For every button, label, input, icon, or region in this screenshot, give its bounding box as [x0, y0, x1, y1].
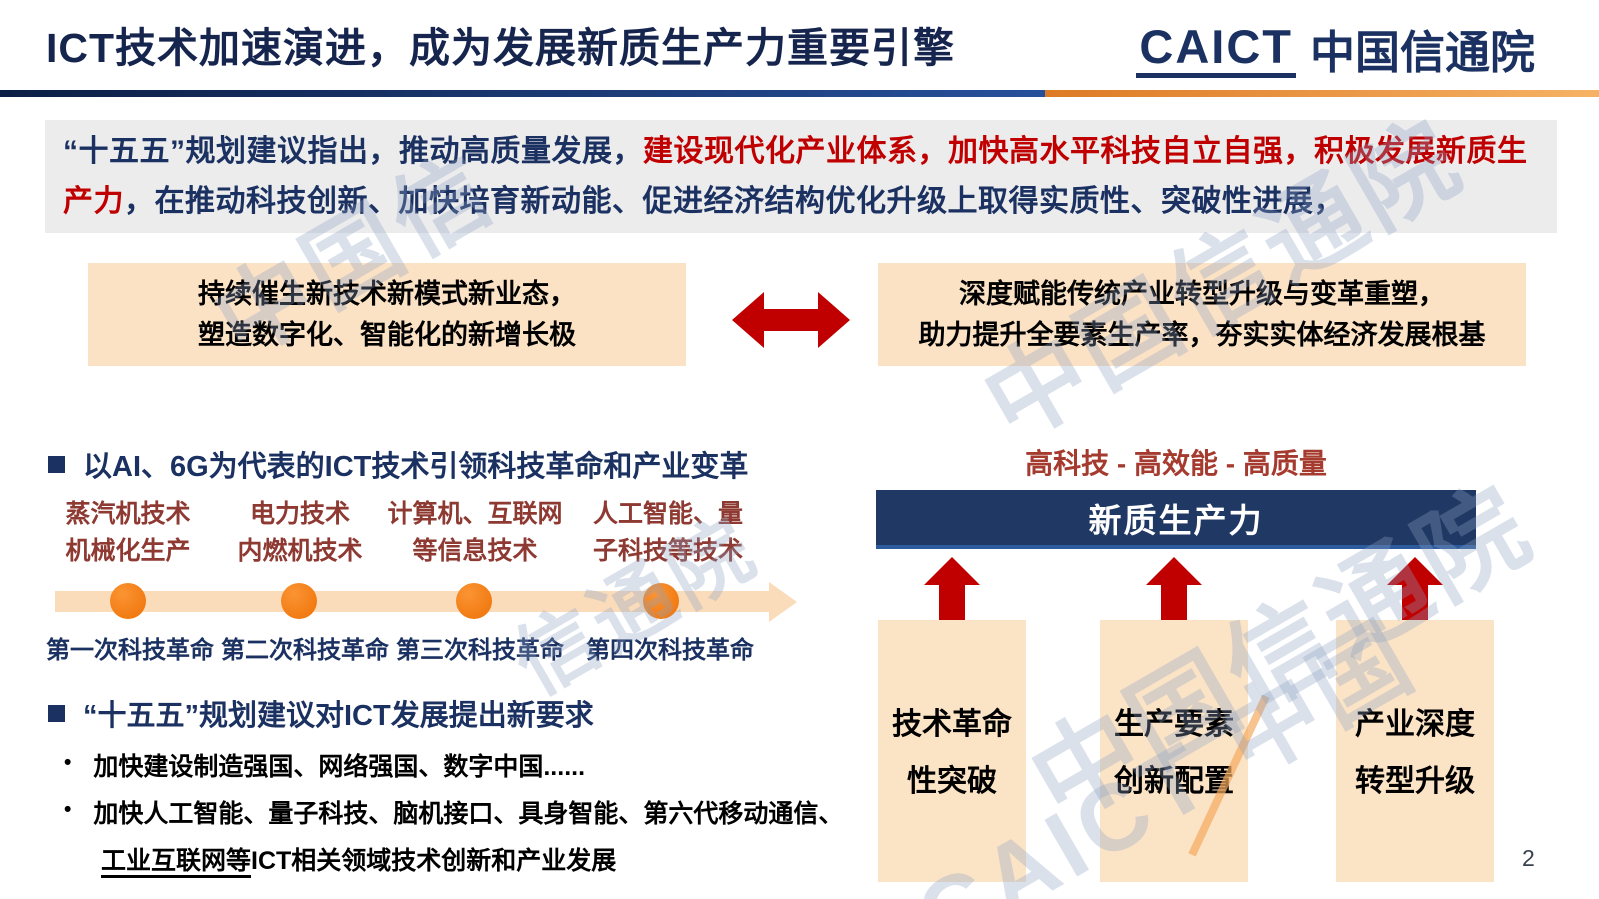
new-productivity-banner: 新质生产力	[876, 490, 1476, 549]
header-divider-orange	[1045, 90, 1599, 97]
dot-bullet-icon: •	[64, 751, 72, 774]
up-arrow-icon	[1146, 557, 1202, 626]
up-arrow-icon	[1387, 557, 1443, 626]
pillar-production-factors: 生产要素 创新配置	[1100, 620, 1248, 882]
requirement-text: 加快建设制造强国、网络强国、数字中国......	[93, 753, 586, 781]
revolution-label-3: 第三次科技革命	[396, 637, 564, 664]
page-number: 2	[1522, 845, 1535, 871]
caict-logo-latin: CAICT	[1136, 22, 1296, 79]
dot-bullet-icon: •	[64, 798, 72, 821]
intro-text-navy-2: ，在推动科技创新、加快培育新动能、促进经济结构优化升级上取得实质性、突破性进展，	[124, 185, 1344, 218]
timeline-tech-3: 计算机、互联网 等信息技术	[387, 496, 562, 570]
timeline-dot-2	[281, 583, 317, 619]
timeline-dot-3	[456, 583, 492, 619]
timeline-tech-1: 蒸汽机技术 机械化生产	[65, 496, 190, 570]
requirement-bullet-2-continued: 工业互联网等ICT相关领域技术创新和产业发展	[101, 841, 616, 877]
revolution-label-4: 第四次科技革命	[586, 637, 754, 664]
revolution-label-2: 第二次科技革命	[221, 637, 389, 664]
double-arrow-icon	[732, 284, 850, 361]
timeline-arrowhead-icon	[769, 582, 797, 622]
tech-label: 子科技等技术	[592, 537, 744, 565]
new-growth-line1: 持续催生新技术新模式新业态，	[198, 278, 576, 309]
tech-label: 蒸汽机技术	[65, 500, 191, 528]
tech-label: 电力技术	[249, 500, 351, 528]
pillar-line1: 技术革命	[892, 708, 1012, 741]
new-growth-box: 持续催生新技术新模式新业态， 塑造数字化、智能化的新增长极	[88, 263, 686, 366]
requirement-text-underlined: 工业互联网等	[101, 847, 252, 875]
revolution-label-1: 第一次科技革命	[46, 637, 214, 664]
section-heading-ict-revolution: 以AI、6G为代表的ICT技术引领科技革命和产业变革	[48, 443, 748, 485]
square-bullet-icon	[48, 455, 65, 473]
tech-label: 等信息技术	[412, 537, 538, 565]
intro-box: “十五五”规划建议指出，推动高质量发展，建设现代化产业体系，加快高水平科技自立自…	[45, 120, 1557, 233]
pillar-line1: 生产要素	[1114, 708, 1234, 741]
section-heading-ict-requirements: “十五五”规划建议对ICT发展提出新要求	[48, 692, 594, 734]
timeline-dot-4	[643, 583, 679, 619]
timeline-tech-4: 人工智能、量 子科技等技术	[593, 496, 743, 570]
empower-industry-line1: 深度赋能传统产业转型升级与变革重塑，	[959, 278, 1445, 309]
tech-label: 人工智能、量	[592, 500, 744, 528]
pillar-line2: 性突破	[907, 765, 997, 798]
section-heading-text: 以AI、6G为代表的ICT技术引领科技革命和产业变革	[83, 451, 749, 483]
timeline-band	[55, 591, 771, 612]
intro-text-navy-1: “十五五”规划建议指出，推动高质量发展，	[63, 135, 643, 168]
empower-industry-box: 深度赋能传统产业转型升级与变革重塑， 助力提升全要素生产率，夯实实体经济发展根基	[878, 263, 1526, 366]
square-bullet-icon	[48, 704, 65, 722]
caict-logo-cjk: 中国信通院	[1309, 26, 1535, 78]
new-growth-line2: 塑造数字化、智能化的新增长极	[198, 319, 576, 350]
pillar-line2: 创新配置	[1114, 765, 1234, 798]
tech-label: 计算机、互联网	[387, 500, 563, 528]
pillar-industry-upgrade: 产业深度 转型升级	[1336, 620, 1494, 882]
requirement-text: ICT相关领域技术创新和产业发展	[251, 847, 617, 875]
requirement-bullet-1: • 加快建设制造强国、网络强国、数字中国......	[64, 747, 585, 783]
requirement-text: 加快人工智能、量子科技、脑机接口、具身智能、第六代移动通信、	[93, 800, 844, 828]
pillar-tech-breakthrough: 技术革命 性突破	[878, 620, 1026, 882]
section-heading-text: “十五五”规划建议对ICT发展提出新要求	[83, 700, 594, 732]
pillar-line1: 产业深度	[1355, 708, 1475, 741]
page-title: ICT技术加速演进，成为发展新质生产力重要引擎	[46, 25, 956, 71]
header-divider-blue	[0, 90, 1045, 97]
timeline-dot-1	[110, 583, 146, 619]
up-arrow-icon	[924, 557, 980, 626]
tech-label: 内燃机技术	[237, 537, 363, 565]
pillar-line2: 转型升级	[1355, 765, 1475, 798]
requirement-bullet-2: • 加快人工智能、量子科技、脑机接口、具身智能、第六代移动通信、	[64, 794, 843, 830]
productivity-slogan: 高科技 - 高效能 - 高质量	[1025, 448, 1327, 479]
intro-text-red: 建设现代化产业体系，加快高水平科技自立自强，积极发展新质生产力	[63, 135, 1528, 218]
tech-label: 机械化生产	[65, 537, 191, 565]
empower-industry-line2: 助力提升全要素生产率，夯实实体经济发展根基	[918, 319, 1486, 350]
timeline-tech-2: 电力技术 内燃机技术	[237, 496, 362, 570]
caict-logo: CAICT 中国信通院	[1136, 22, 1535, 79]
